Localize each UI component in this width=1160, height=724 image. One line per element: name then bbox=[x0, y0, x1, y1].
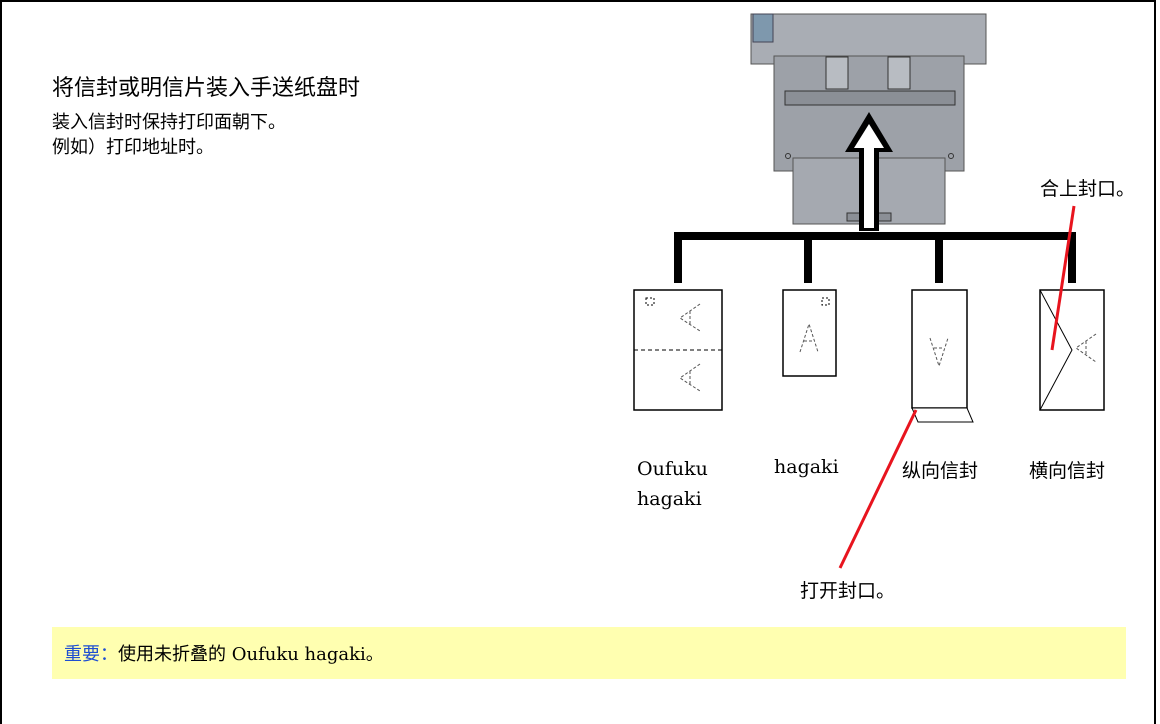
bracket-connector bbox=[674, 232, 1076, 283]
paper-type-label-portrait-envelope: 纵向信封 bbox=[902, 460, 979, 482]
page-title: 将信封或明信片装入手送纸盘时 bbox=[52, 76, 361, 101]
landscape-envelope-icon bbox=[1039, 289, 1105, 411]
paper-type-label-oufuku: Oufuku bbox=[637, 458, 708, 480]
close-flap-callout: 合上封口。 bbox=[1040, 178, 1136, 200]
important-note: 重要：使用未折叠的 Oufuku hagaki。 bbox=[52, 627, 1126, 679]
open-flap-callout-line bbox=[838, 409, 918, 569]
open-flap-callout: 打开封口。 bbox=[800, 580, 896, 602]
paper-type-label-oufuku-line2: hagaki bbox=[637, 488, 702, 510]
oufuku-hagaki-icon bbox=[633, 289, 723, 411]
important-text: 使用未折叠的 Oufuku hagaki。 bbox=[118, 644, 384, 665]
paper-type-label-hagaki: hagaki bbox=[774, 456, 839, 478]
important-label: 重要： bbox=[64, 644, 118, 665]
close-flap-callout-line bbox=[1050, 205, 1076, 351]
hagaki-icon bbox=[782, 289, 837, 377]
paper-type-label-landscape-envelope: 横向信封 bbox=[1029, 460, 1106, 482]
portrait-envelope-icon bbox=[911, 289, 974, 423]
instruction-line: 装入信封时保持打印面朝下。 bbox=[52, 112, 286, 133]
example-line: 例如）打印地址时。 bbox=[52, 137, 214, 158]
